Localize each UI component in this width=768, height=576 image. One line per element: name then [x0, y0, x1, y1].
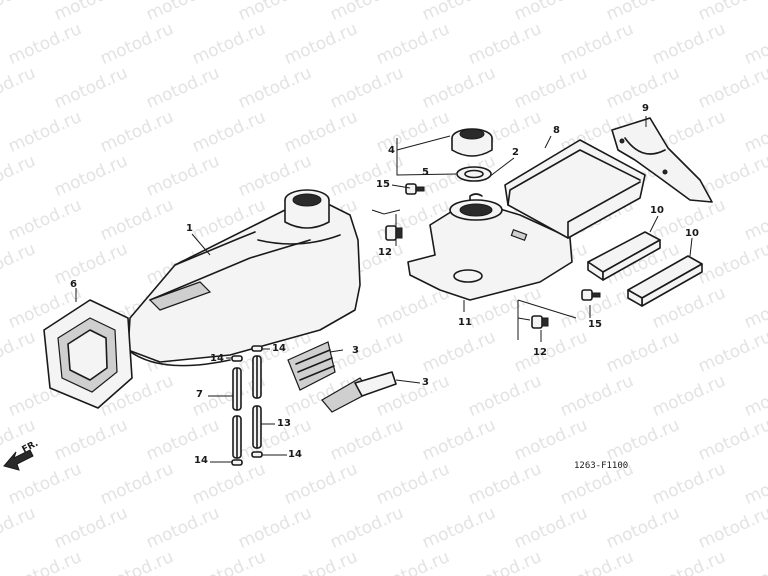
callout-14-bottom-left: 14: [194, 455, 208, 466]
callout-14-top-left: 14: [210, 353, 224, 364]
callout-3-upper: 3: [352, 345, 359, 356]
cover-box-part: [504, 139, 646, 239]
callout-14-top-right: 14: [272, 343, 286, 354]
filler-cap-part: [451, 128, 493, 157]
callout-8: 8: [553, 125, 560, 136]
callout-14-bottom-right: 14: [288, 449, 302, 460]
leader-lines: [75, 116, 693, 463]
fuel-tank-part: [127, 189, 361, 367]
callout-11: 11: [458, 317, 472, 328]
callout-13: 13: [277, 418, 291, 429]
front-direction-arrow-icon: [3, 449, 34, 471]
tube-part: [232, 355, 262, 459]
upper-bracket-part: [611, 117, 713, 203]
callout-6: 6: [70, 279, 77, 290]
callout-12-right: 12: [533, 347, 547, 358]
callout-2: 2: [512, 147, 519, 158]
foam-pad-part: [587, 231, 703, 307]
callout-9: 9: [642, 103, 649, 114]
callout-15-left: 15: [376, 179, 390, 190]
callout-7: 7: [196, 389, 203, 400]
callout-4: 4: [388, 145, 395, 156]
callout-12-left: 12: [378, 247, 392, 258]
filter-frame-part: [43, 299, 133, 409]
grip-part: [287, 341, 397, 413]
callout-3-lower: 3: [422, 377, 429, 388]
gasket-part: [456, 166, 492, 182]
tank-bracket-part: [407, 193, 573, 301]
diagram-code: 1263-F1100: [574, 461, 629, 471]
callout-5: 5: [422, 167, 429, 178]
callout-1: 1: [186, 223, 193, 234]
callout-10-left: 10: [650, 205, 664, 216]
callout-10-right: 10: [685, 228, 699, 239]
callout-15-right: 15: [588, 319, 602, 330]
